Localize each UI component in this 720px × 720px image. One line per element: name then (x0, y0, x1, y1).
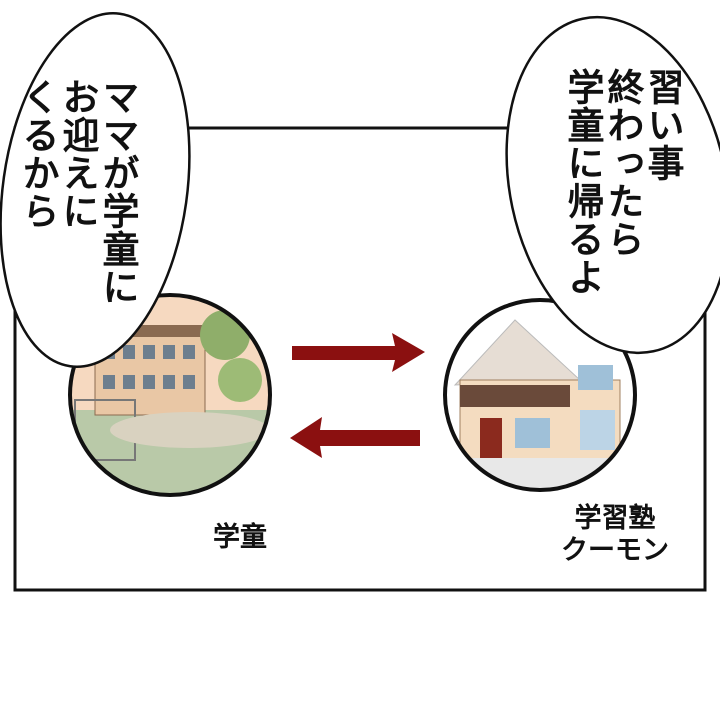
panel-frame (13, 126, 707, 592)
arrow-to-juku (292, 333, 425, 372)
juku-label-line-1: 学習塾 (574, 503, 656, 534)
juku-label: 学習塾 クーモン (545, 503, 685, 567)
left-bubble-line-2: お迎えに (56, 78, 99, 230)
right-bubble-line-2: 終わったら (601, 68, 644, 258)
left-speech-bubble (0, 12, 191, 368)
left-bubble-line-1: ママが学童に (96, 78, 139, 306)
arrow-to-gakudo (290, 417, 420, 458)
gakudo-label: 学童 (213, 522, 267, 553)
house-circle (443, 298, 637, 492)
left-bubble-line-3: くるから (16, 78, 59, 230)
right-bubble-line-1: 習い事 (641, 68, 684, 182)
right-speech-bubble (505, 15, 720, 355)
school-circle (68, 293, 272, 497)
right-bubble-line-3: 学童に帰るよ (561, 68, 604, 296)
juku-label-line-2: クーモン (561, 535, 669, 566)
